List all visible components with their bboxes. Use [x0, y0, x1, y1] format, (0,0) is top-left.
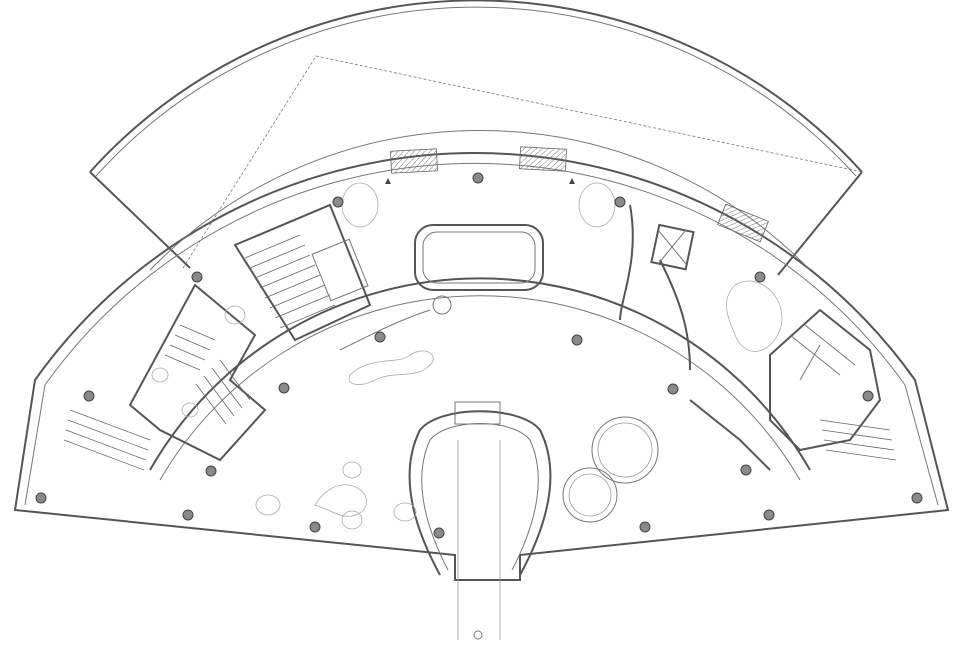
left-service-core [63, 283, 267, 471]
column [862, 390, 874, 402]
column [182, 509, 194, 521]
column [309, 521, 321, 533]
column [614, 196, 626, 208]
column [433, 527, 445, 539]
column [740, 464, 752, 476]
column [571, 334, 583, 346]
column [35, 492, 47, 504]
column [205, 465, 217, 477]
hatched-planters [390, 146, 769, 243]
reception-island [339, 224, 544, 351]
column [639, 521, 651, 533]
seating-and-landscape [151, 182, 783, 530]
circular-features [562, 416, 659, 523]
column [191, 271, 203, 283]
markers [385, 178, 575, 184]
main-hall-outline [13, 129, 950, 581]
column [911, 492, 923, 504]
right-service-core [619, 204, 897, 471]
column [763, 509, 775, 521]
canopy-outline [89, 0, 863, 276]
column [83, 390, 95, 402]
column [332, 196, 344, 208]
inner-arc [149, 277, 811, 481]
column [472, 172, 484, 184]
column [278, 382, 290, 394]
structural-columns [35, 172, 923, 539]
left-stair-block [233, 203, 372, 342]
column [754, 271, 766, 283]
column [374, 331, 386, 343]
column [667, 383, 679, 395]
entrance-walkway [408, 401, 552, 640]
